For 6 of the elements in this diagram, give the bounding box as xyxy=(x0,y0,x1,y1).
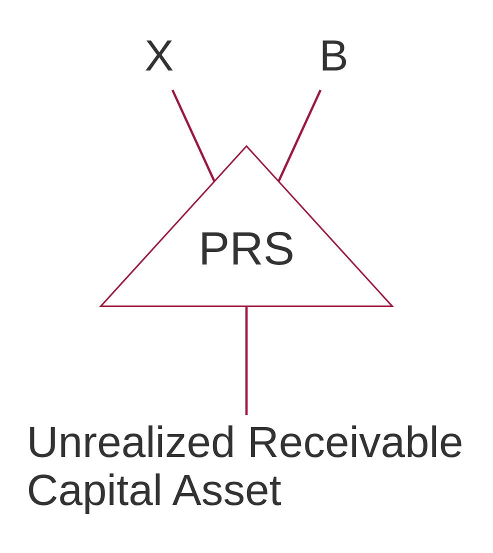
node-text: B xyxy=(319,32,348,80)
connector xyxy=(278,89,322,181)
node-text: X xyxy=(144,32,174,80)
node-text: Unrealized Receivable Capital Asset xyxy=(26,418,464,515)
connector xyxy=(171,89,216,181)
connector xyxy=(245,306,248,415)
